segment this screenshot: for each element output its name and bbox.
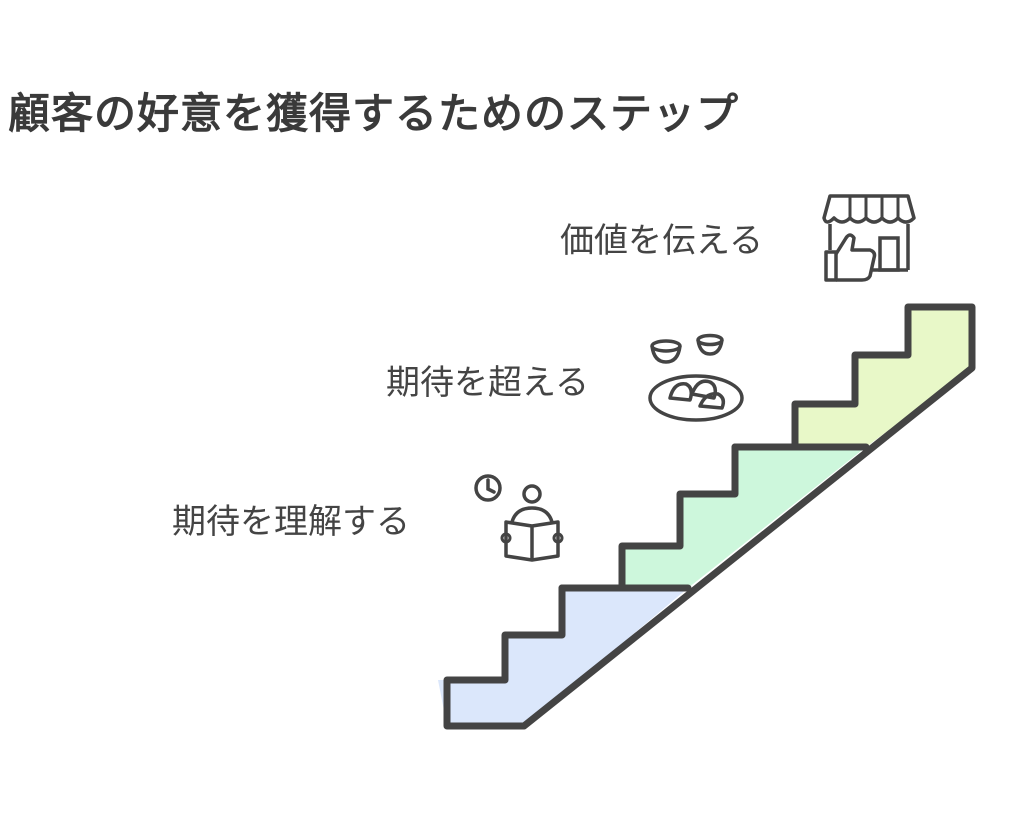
diagram-title: 顧客の好意を獲得するためのステップ bbox=[8, 89, 740, 138]
stair-outline bbox=[443, 303, 976, 730]
step-label-understand-expectations: 期待を理解する bbox=[172, 502, 410, 542]
stair-section-2-fill bbox=[620, 447, 866, 588]
food-plate-icon bbox=[648, 333, 744, 422]
step-label-communicate-value: 価値を伝える bbox=[560, 221, 763, 261]
clock-reading-person-icon bbox=[474, 474, 564, 562]
stair-section-1-fill bbox=[438, 588, 688, 726]
stair-section-3-fill bbox=[795, 307, 972, 447]
store-thumbs-up-icon bbox=[822, 194, 916, 282]
step-label-exceed-expectations: 期待を超える bbox=[386, 363, 589, 403]
